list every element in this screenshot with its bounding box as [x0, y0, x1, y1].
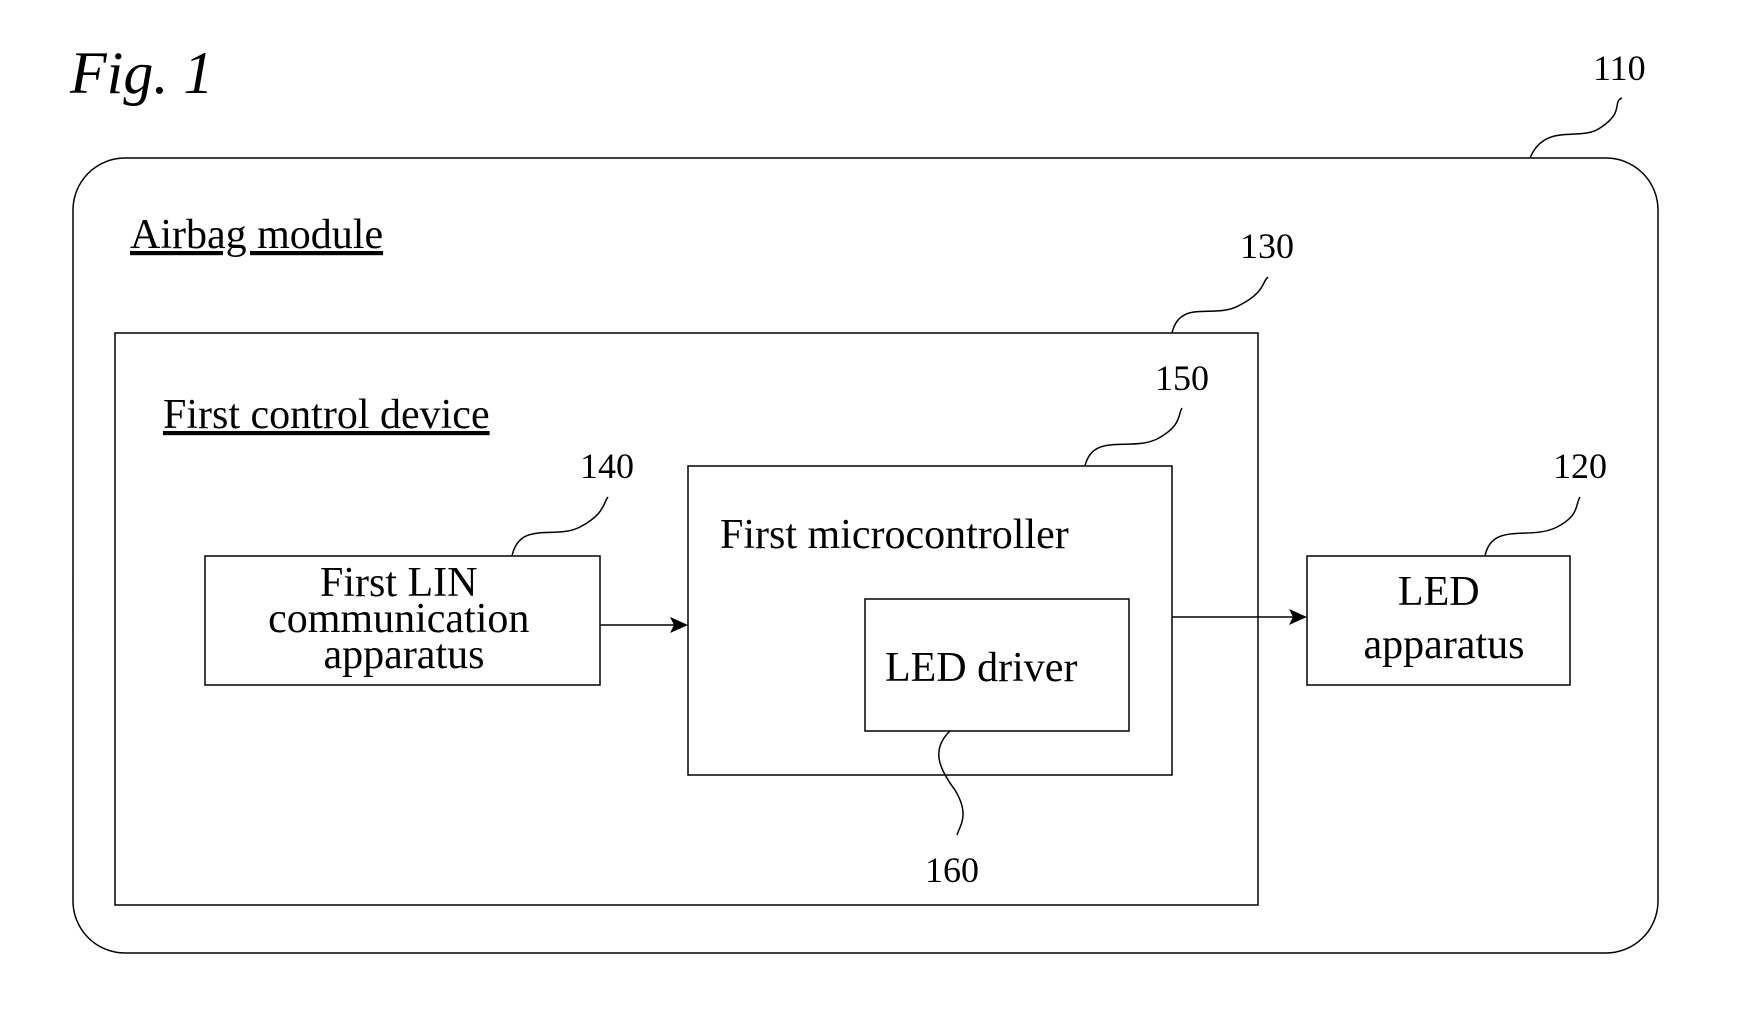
lin-apparatus-line-2: communication	[268, 596, 529, 642]
figure-title: Fig. 1	[69, 40, 213, 106]
lin-apparatus-line-3: apparatus	[324, 632, 485, 678]
arrow-lin-to-microcontroller-head	[670, 617, 688, 633]
led-apparatus-label: LED apparatus	[1364, 569, 1525, 668]
led-apparatus-line-2: apparatus	[1364, 622, 1525, 668]
airbag-module-label: Airbag module	[130, 212, 383, 258]
led-apparatus-ref: 120	[1553, 446, 1607, 486]
airbag-module-leader	[1529, 97, 1623, 159]
microcontroller-label: First microcontroller	[720, 512, 1069, 558]
lin-apparatus-leader	[511, 496, 609, 557]
microcontroller-ref: 150	[1155, 358, 1209, 398]
led-apparatus-line-1: LED	[1398, 569, 1480, 615]
lin-apparatus-box	[204, 555, 601, 686]
control-device-leader	[1171, 276, 1269, 334]
led-driver-leader	[938, 730, 964, 836]
lin-apparatus-ref: 140	[580, 446, 634, 486]
led-apparatus-box	[1306, 555, 1571, 686]
control-device-ref: 130	[1240, 226, 1294, 266]
lin-apparatus-line-1: First LIN	[320, 560, 478, 606]
led-apparatus-leader	[1484, 496, 1581, 557]
led-driver-ref: 160	[925, 850, 979, 890]
control-device-label: First control device	[163, 392, 490, 438]
led-driver-box	[864, 598, 1130, 732]
arrow-microcontroller-to-led-head	[1289, 609, 1307, 625]
led-driver-label: LED driver	[885, 645, 1077, 691]
lin-apparatus-label: First LIN communication apparatus	[268, 560, 540, 678]
microcontroller-leader	[1084, 407, 1183, 467]
airbag-module-ref: 110	[1593, 48, 1646, 88]
